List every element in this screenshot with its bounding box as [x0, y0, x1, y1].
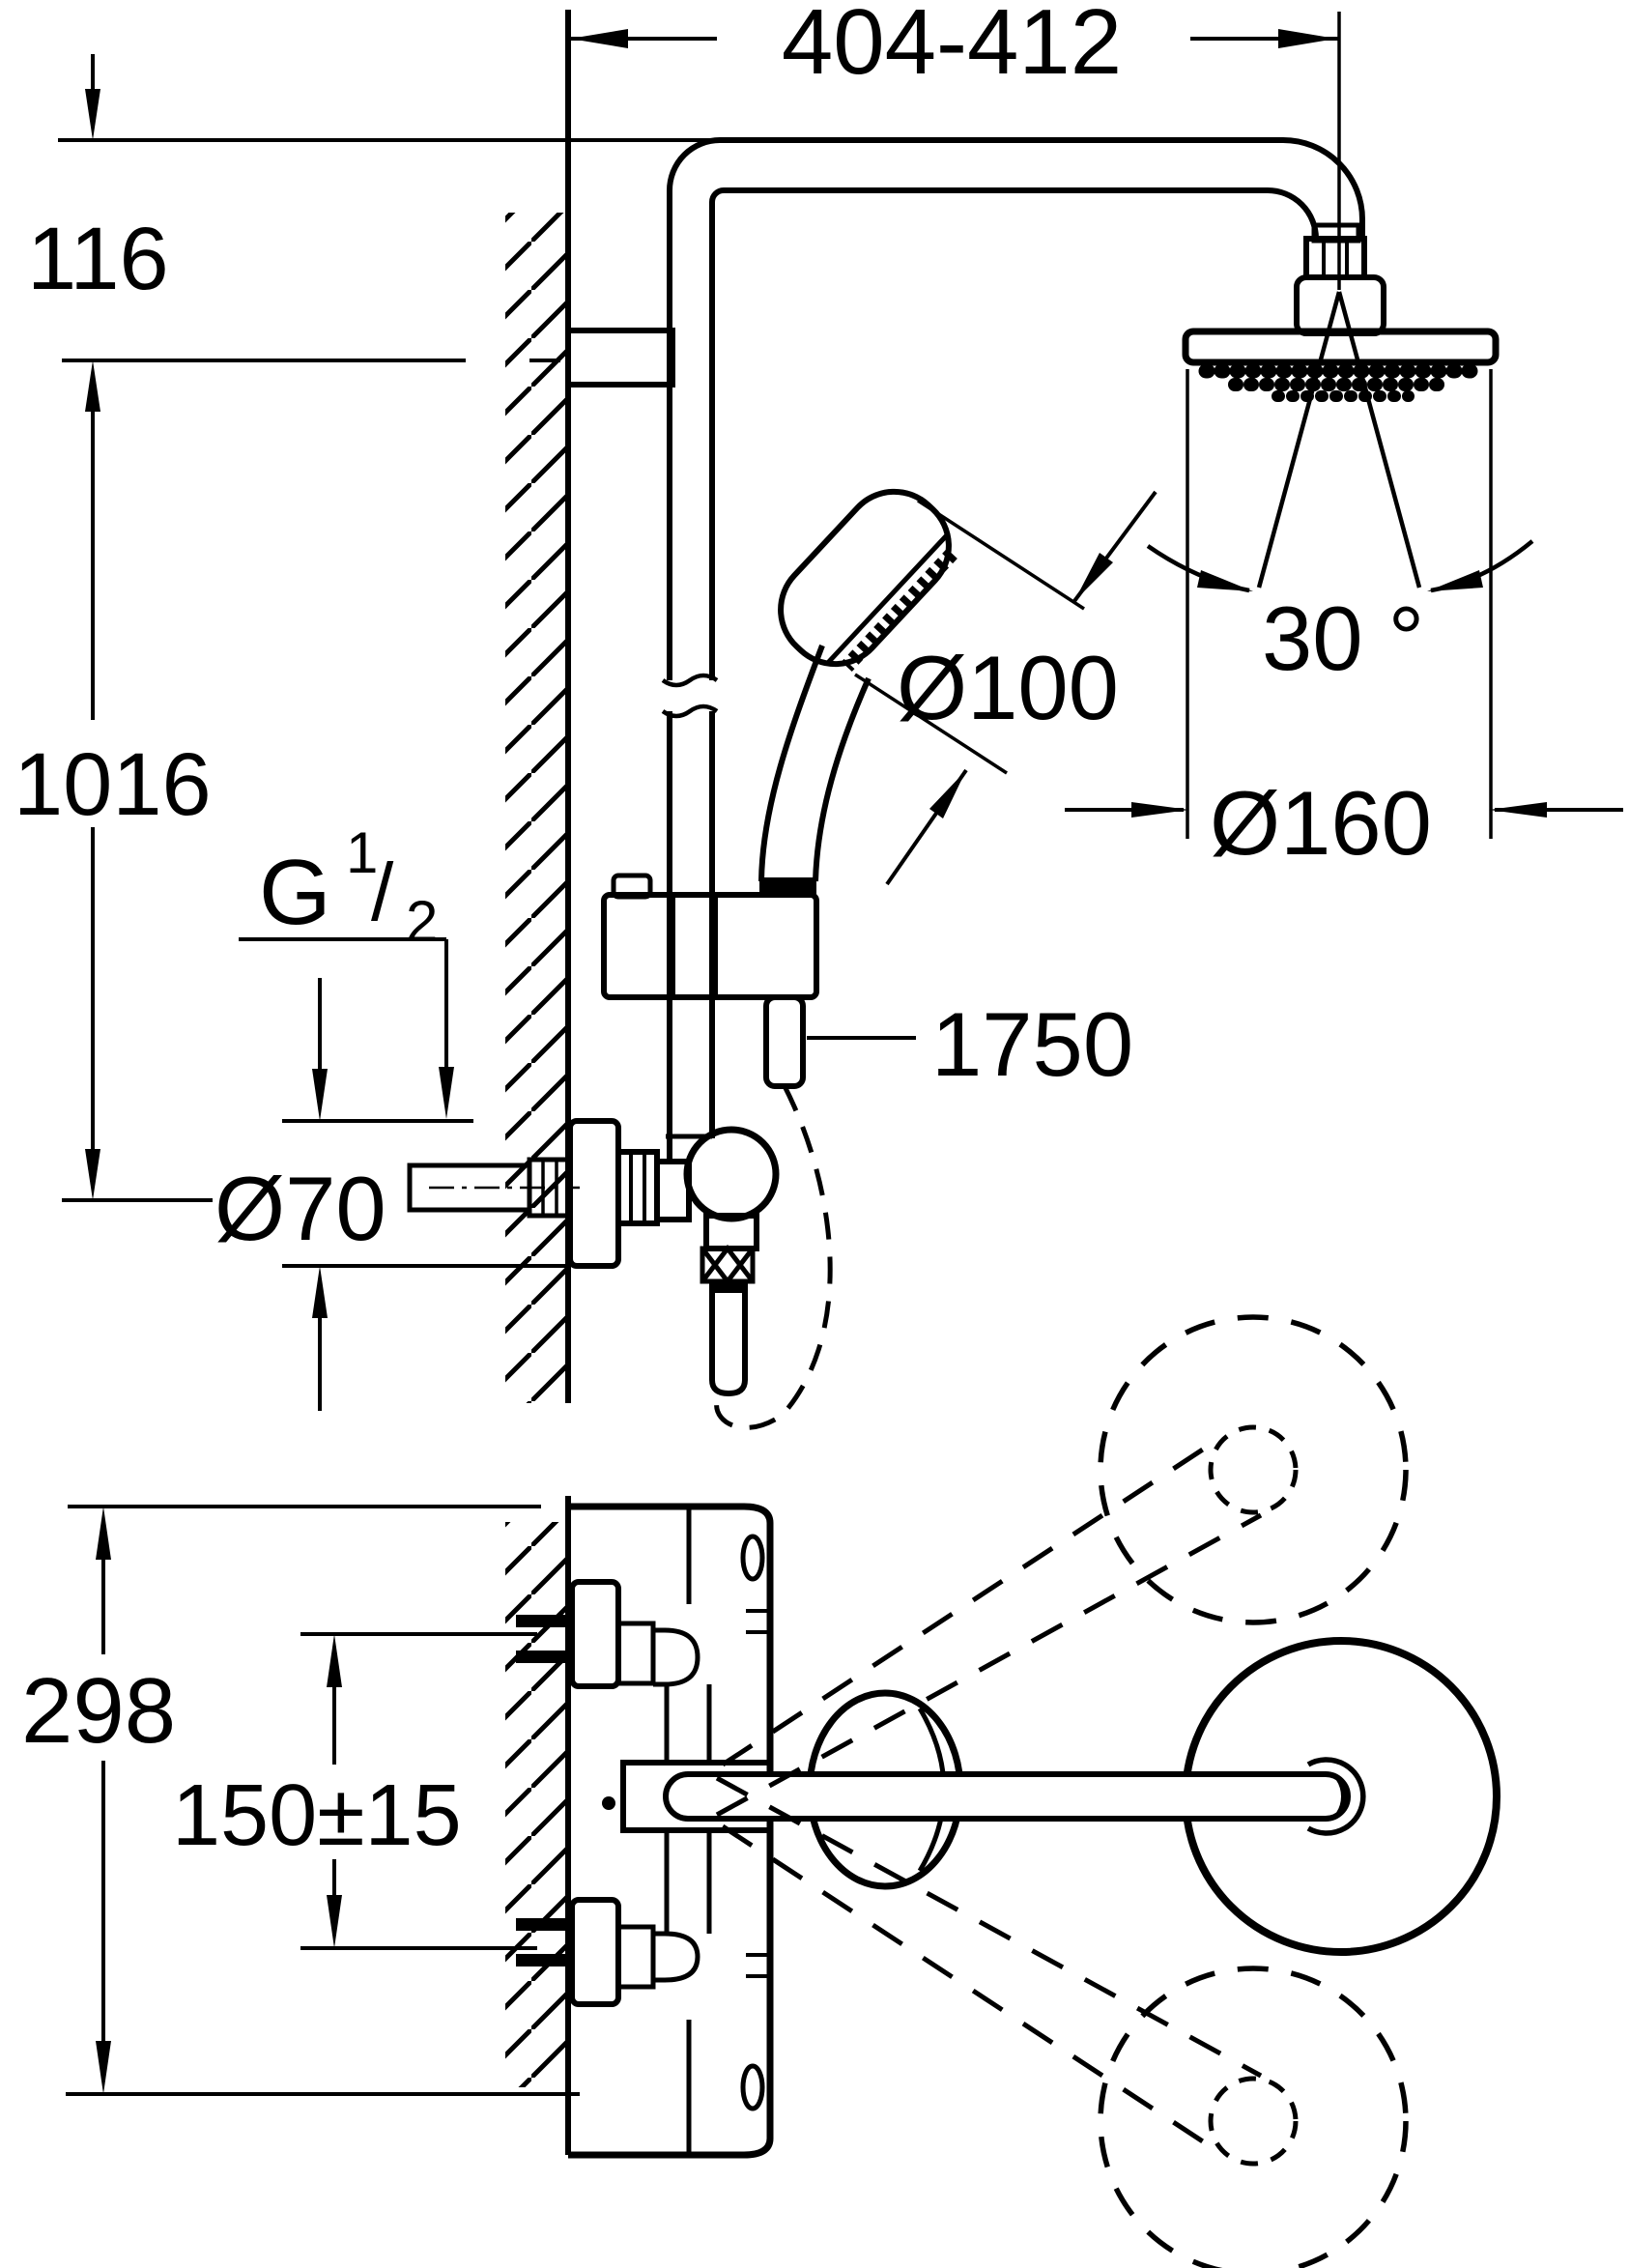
dim-plate-height-label: 298: [21, 1659, 176, 1763]
hose-coupling: [700, 1246, 756, 1284]
plate-screw-slot: [740, 2063, 765, 2111]
thread-g: G: [259, 841, 331, 944]
rail-break-mark: [661, 703, 719, 719]
arrowhead-up: [85, 360, 100, 412]
swivel-arm-upper: [715, 1437, 1263, 1818]
arrowhead-right: [1278, 29, 1336, 48]
arm-pipe-outer: [667, 137, 1365, 241]
upper-union-elbow: [653, 1627, 700, 1687]
arrowhead-arc: [1427, 570, 1483, 591]
hose-stub-band: [714, 1281, 743, 1293]
mixer-valve-side: [407, 1118, 780, 1397]
thread-numerator: 1: [346, 820, 378, 885]
dim-head-diameter-label: Ø160: [1210, 772, 1432, 874]
dim-head-diameter: Ø160: [1065, 369, 1623, 874]
dim-inlet-spacing-label: 150±15: [172, 1767, 462, 1864]
arrowhead-down: [96, 2041, 111, 2094]
thread-slash: /: [371, 847, 394, 937]
handle-inlet-band: [759, 877, 816, 895]
arrowhead-left: [570, 29, 628, 48]
shower-arm-plan: [663, 1771, 1351, 1822]
valve-handle: [683, 1126, 780, 1222]
swivel-position-lower: [1098, 1966, 1409, 2268]
wall-section-side: [505, 10, 571, 1403]
arm-hub-circle: [1306, 1757, 1366, 1836]
dim-inlet-spacing: 150±15: [172, 1632, 537, 1950]
dim-escutcheon-diameter-label: Ø70: [214, 1158, 386, 1259]
arrowhead-down: [312, 1069, 328, 1121]
arrowhead-down: [439, 1067, 454, 1119]
arrowhead-down: [85, 1149, 100, 1200]
wall-hatching: [505, 213, 568, 1403]
head-disc: [1182, 328, 1500, 366]
swivel-arm-lower: [715, 1775, 1263, 2154]
dim-hand-shower-diameter: Ø100: [854, 490, 1157, 886]
dim-head-swivel: 30 °: [1146, 291, 1534, 689]
arrowhead-left: [1489, 802, 1547, 818]
wall-hatching: [505, 1522, 568, 2087]
dim-hose-length-label: 1750: [931, 993, 1133, 1095]
swivel-hub-lower: [1208, 2076, 1299, 2167]
wall-section-plan: [505, 1496, 571, 2155]
valve-risers-plan: [664, 1684, 712, 1934]
arrowhead-diagonal: [929, 770, 966, 818]
dim-escutcheon-diameter: Ø70: [214, 978, 570, 1411]
shower-rail-and-arm: [565, 137, 1365, 1164]
dim-thread-size: G 1 / 2: [239, 820, 454, 1119]
arrowhead-up: [96, 1507, 111, 1560]
arrowhead-diagonal: [1074, 553, 1113, 601]
inlet-unions-plan: [516, 1579, 712, 2007]
upper-union-nut: [615, 1621, 656, 1686]
pivot-dot: [602, 1796, 615, 1810]
dim-arm-reach: 404-412: [568, 0, 1341, 290]
arrowhead-down: [85, 89, 100, 140]
arrowhead-down: [327, 1895, 342, 1948]
thread-denominator: 2: [406, 889, 438, 954]
lower-escutcheon-plan: [569, 1897, 621, 2007]
dim-rail-length-label: 1016: [14, 735, 212, 834]
dim-plate-height: 298: [21, 1505, 580, 2096]
plate-screws: [746, 1609, 767, 1978]
valve-hex-nut: [615, 1149, 660, 1226]
swivel-range-plan: [715, 1314, 1409, 2268]
hand-shower-handle: [813, 676, 872, 882]
arrowhead-up: [327, 1634, 342, 1687]
arrowhead-right: [1131, 802, 1189, 818]
lower-union-nut: [615, 1924, 656, 1990]
swivel-position-upper: [1098, 1314, 1409, 1625]
wall-bracket: [565, 328, 675, 388]
holder-body: [601, 892, 819, 1000]
dim-swivel-angle-label: 30 °: [1262, 588, 1424, 689]
hose-stub: [709, 1281, 748, 1397]
hand-shower-holder: [601, 873, 819, 1089]
upper-escutcheon-plan: [569, 1579, 621, 1689]
arrowhead-up: [312, 1266, 328, 1318]
swivel-hub-upper: [1208, 1424, 1299, 1515]
dim-arm-drop-and-rail: 116 1016: [14, 54, 720, 1202]
dim-hose-length: 1750: [807, 993, 1133, 1095]
rail-break-mark: [661, 673, 719, 688]
arrowhead-arc: [1197, 570, 1253, 591]
arm-joint-crescent: [1326, 1774, 1348, 1819]
plate-screw-slot: [740, 1534, 765, 1582]
dim-arm-drop-label: 116: [27, 210, 169, 308]
hand-shower-spray-face: [841, 548, 957, 673]
dim-hand-shower-diameter-label: Ø100: [897, 637, 1119, 738]
valve-and-head-plan: [620, 1637, 1500, 1956]
hand-shower-faceplate: [826, 533, 949, 665]
head-shower: [1182, 222, 1500, 402]
hose-connector: [763, 994, 806, 1089]
dim-arm-reach-label: 404-412: [782, 0, 1122, 94]
escutcheon: [567, 1118, 621, 1269]
shower-hose-dashed: [714, 1084, 833, 1430]
head-nut: [1303, 236, 1367, 280]
lower-union-elbow: [653, 1931, 700, 1983]
hand-shower-handle: [758, 644, 825, 882]
arm-pipe-inner: [709, 187, 1319, 240]
coupling-knurl: [700, 1244, 755, 1286]
